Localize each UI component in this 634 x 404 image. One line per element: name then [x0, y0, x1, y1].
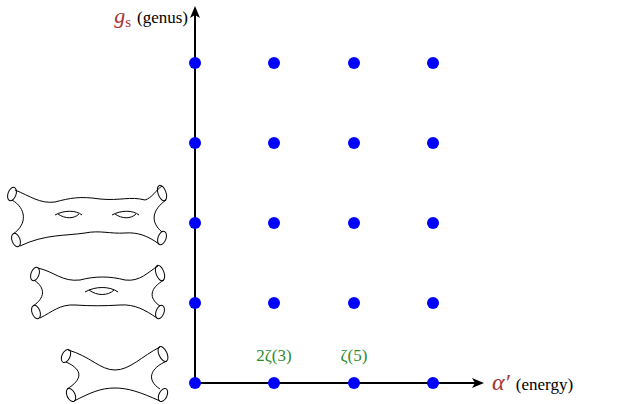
label-group: 2ζ(3) — [256, 346, 291, 366]
label-group: ζ(5) — [341, 346, 368, 366]
coefficient-label: 2ζ(3) — [256, 346, 291, 365]
worldsheet-surfaces — [6, 184, 170, 403]
axis-label: (energy) — [516, 375, 573, 394]
axis-symbol: g — [114, 3, 125, 28]
axis-symbol: α′ — [492, 369, 510, 395]
axis-subscript: s — [125, 14, 131, 30]
coefficient-label: ζ(5) — [341, 346, 368, 365]
label-group: α′ (energy) — [492, 368, 573, 397]
dot-grid — [189, 57, 439, 389]
label-group: gs (genus) — [114, 3, 188, 31]
axis-label: (genus) — [137, 8, 188, 27]
